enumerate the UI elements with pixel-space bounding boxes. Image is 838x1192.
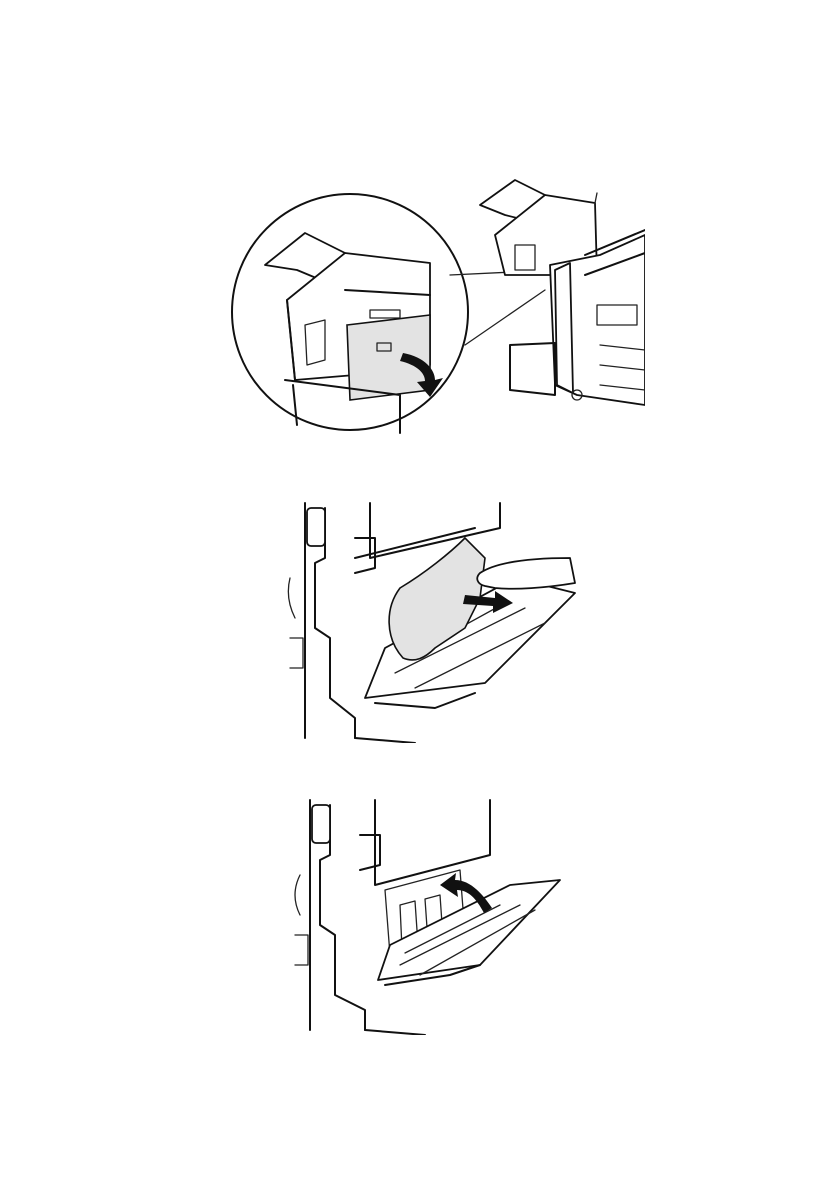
finisher-cover-figure <box>225 175 645 445</box>
finisher-closeup <box>265 233 430 433</box>
close-cover-illustration <box>290 795 580 1035</box>
callout-line-bottom <box>465 290 545 345</box>
printer-with-finisher <box>480 180 645 405</box>
finisher-cover-illustration <box>225 175 645 445</box>
close-cover-figure <box>290 795 580 1035</box>
remove-paper-figure <box>285 498 585 743</box>
hand-icon <box>477 558 575 589</box>
remove-paper-illustration <box>285 498 585 743</box>
